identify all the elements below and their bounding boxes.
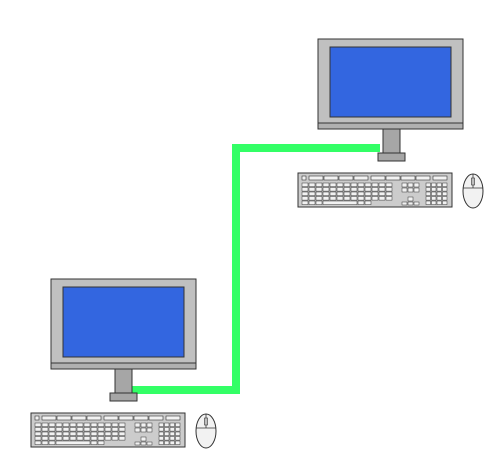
keyboard-icon	[30, 412, 186, 448]
mouse-icon	[195, 413, 217, 449]
keyboard-icon	[297, 172, 453, 208]
network-cable	[130, 144, 380, 394]
mouse-icon	[462, 173, 484, 209]
computer-b	[297, 38, 484, 209]
monitor-icon	[317, 38, 464, 162]
computer-a	[30, 278, 217, 449]
monitor-icon	[50, 278, 197, 402]
